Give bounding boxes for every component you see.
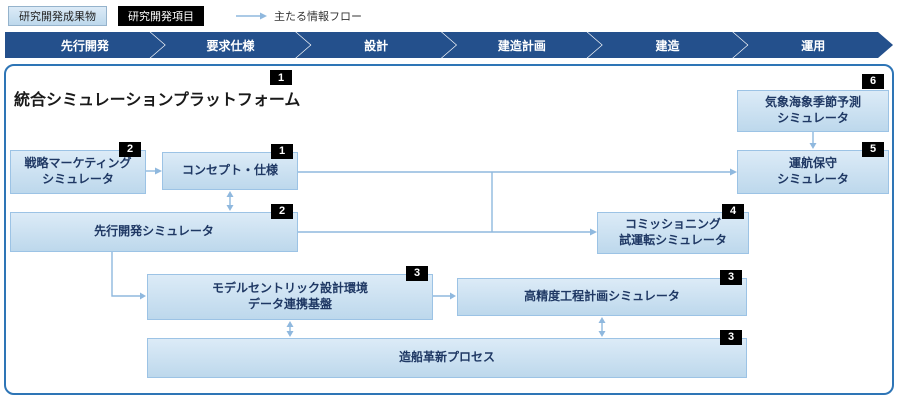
box-advance-development-simulator: 先行開発シミュレータ 2 bbox=[10, 204, 298, 252]
box-label: コンセプト・仕様 bbox=[181, 163, 278, 178]
integrated-simulation-platform: 1 統合シミュレーションプラットフォーム bbox=[4, 64, 894, 395]
phase-requirements-spec: 要求仕様 bbox=[151, 32, 311, 58]
box-label: コミッショニング 試運転シミュレータ bbox=[619, 217, 727, 247]
box-commissioning-trial-simulator: コミッショニング 試運転シミュレータ 4 bbox=[597, 204, 749, 254]
box-badge: 3 bbox=[720, 270, 742, 285]
box-shipbuilding-innovation-process: 造船革新プロセス 3 bbox=[147, 330, 747, 378]
phase-design: 設計 bbox=[296, 32, 456, 58]
box-badge: 3 bbox=[406, 266, 428, 281]
box-label: 戦略マーケティング シミュレータ bbox=[24, 156, 132, 186]
box-badge: 2 bbox=[119, 142, 141, 157]
box-label: 先行開発シミュレータ bbox=[94, 224, 214, 239]
box-label: モデルセントリック設計環境 データ連携基盤 bbox=[211, 281, 368, 311]
box-high-precision-process-planning-simulator: 高精度工程計画シミュレータ 3 bbox=[457, 270, 747, 316]
box-label: 運航保守 シミュレータ bbox=[777, 156, 849, 186]
box-model-centric-design-environment: モデルセントリック設計環境 データ連携基盤 3 bbox=[147, 266, 433, 320]
phase-construction: 建造 bbox=[588, 32, 748, 58]
platform-title: 統合シミュレーションプラットフォーム bbox=[14, 92, 301, 109]
box-weather-season-forecast-simulator: 気象海象季節予測 シミュレータ 6 bbox=[737, 74, 889, 132]
box-badge: 2 bbox=[271, 204, 293, 219]
box-badge: 4 bbox=[722, 204, 744, 219]
flow-arrow-icon bbox=[236, 12, 267, 20]
box-label: 高精度工程計画シミュレータ bbox=[524, 289, 680, 304]
legend-flow: 主たる情報フロー bbox=[236, 8, 362, 24]
box-operation-maintenance-simulator: 運航保守 シミュレータ 5 bbox=[737, 142, 889, 194]
phase-advance-development: 先行開発 bbox=[5, 32, 165, 58]
box-badge: 1 bbox=[271, 144, 293, 159]
legend-flow-label: 主たる情報フロー bbox=[274, 11, 362, 23]
box-strategic-marketing-simulator: 戦略マーケティング シミュレータ 2 bbox=[10, 142, 146, 194]
phase-construction-planning: 建造計画 bbox=[442, 32, 602, 58]
phase-operation: 運用 bbox=[733, 32, 893, 58]
box-label: 気象海象季節予測 シミュレータ bbox=[764, 95, 861, 125]
box-concept-spec: コンセプト・仕様 1 bbox=[162, 144, 298, 190]
box-label: 造船革新プロセス bbox=[398, 350, 495, 365]
box-badge: 6 bbox=[862, 74, 884, 89]
legend-rd-item: 研究開発項目 bbox=[118, 6, 204, 26]
box-badge: 3 bbox=[720, 330, 742, 345]
phase-bar: 先行開発 要求仕様 設計 建造計画 建造 運用 bbox=[5, 32, 893, 58]
platform-badge: 1 bbox=[270, 70, 292, 85]
box-badge: 5 bbox=[862, 142, 884, 157]
legend-deliverable: 研究開発成果物 bbox=[8, 6, 107, 26]
